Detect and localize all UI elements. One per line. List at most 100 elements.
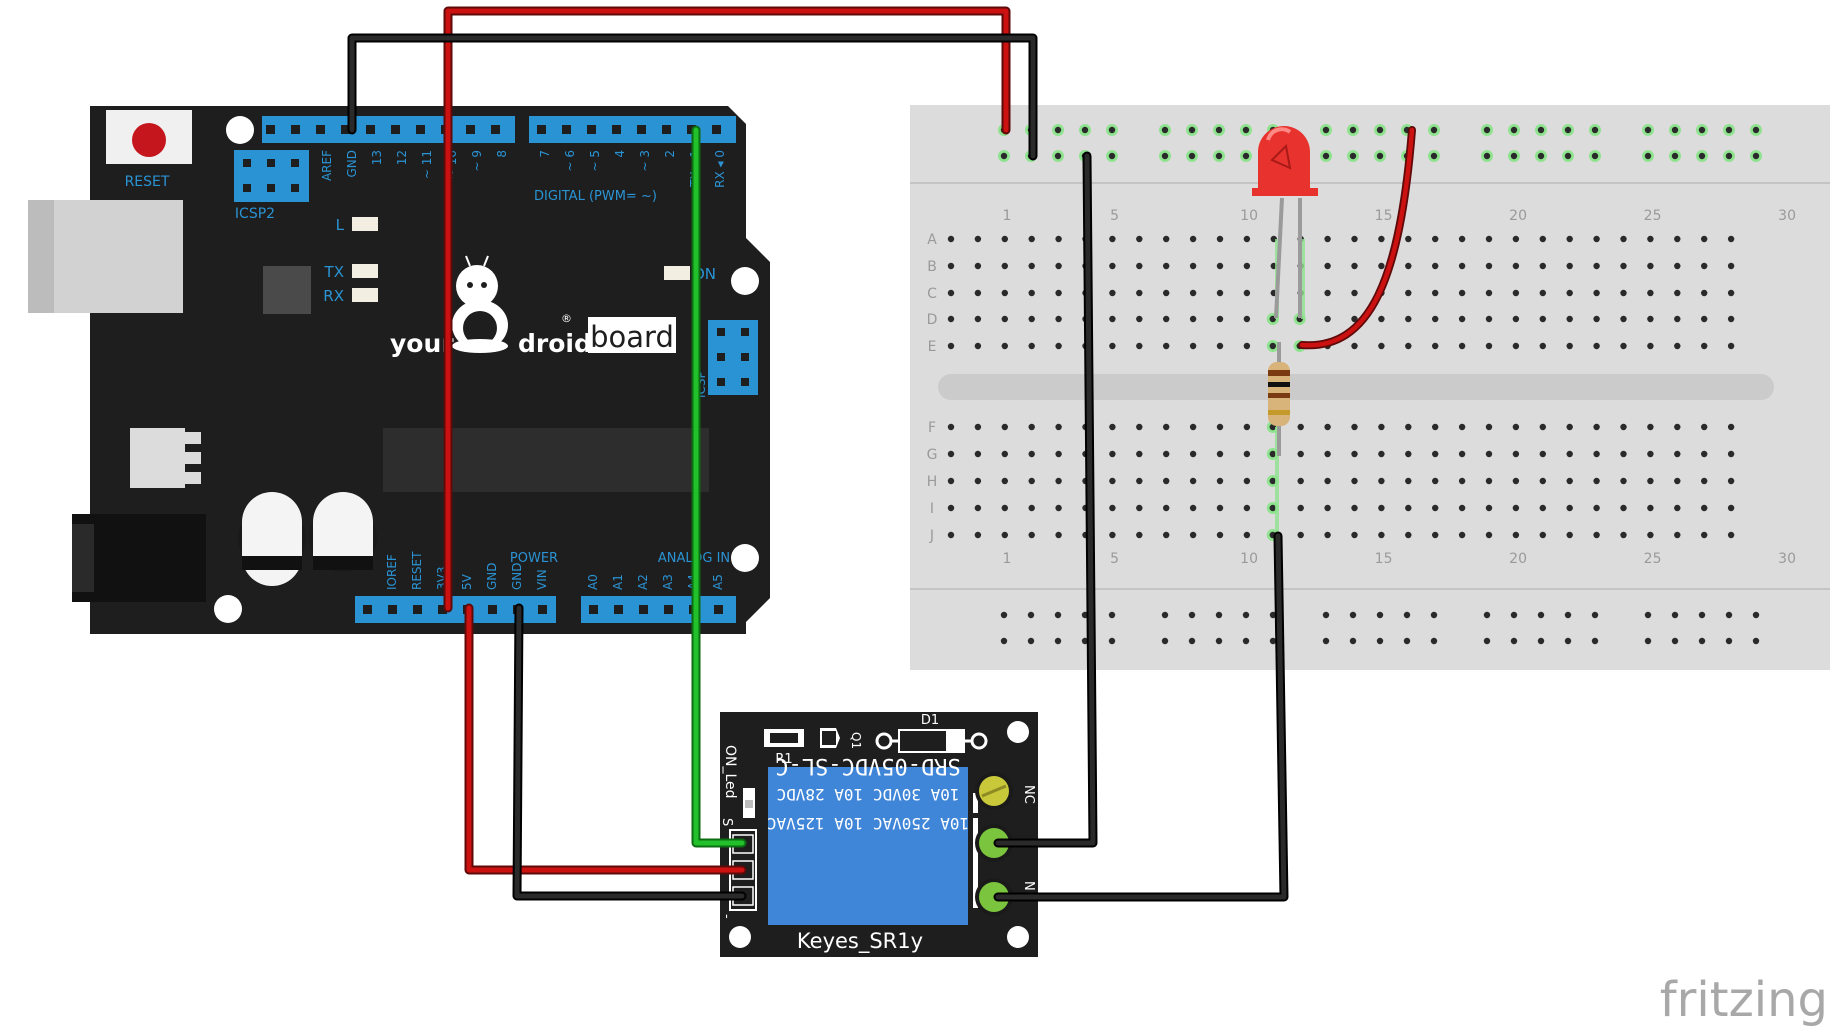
breadboard-hole [1243,477,1251,485]
usb-connector-edge [28,200,54,313]
digital-header-strip [529,116,736,143]
breadboard-hole [1432,450,1439,458]
analog-header-strip [581,596,736,623]
icsp2-pin [267,184,275,192]
mounting-hole [1007,926,1029,948]
rail-hole [1644,611,1652,619]
capacitor [238,492,306,586]
breadboard-hole [1647,289,1654,297]
row-letter: I [930,501,934,517]
breadboard-hole [1378,504,1385,512]
breadboard-hole [1055,423,1062,431]
rail-hole [1188,152,1196,160]
wire-red-5v-shadow [464,603,747,875]
breadboard-hole [1163,235,1170,243]
rail-hole [1081,126,1089,134]
rail-hole [1591,637,1599,645]
breadboard-hole [1405,342,1412,350]
led-leg-cathode [1274,197,1284,319]
breadboard-hole [1001,315,1008,323]
digital-pin-label: 13 [370,150,384,165]
breadboard-hole [947,450,955,458]
breadboard-hole [947,423,955,431]
breadboard-hole [1269,477,1277,485]
icsp-pin [741,378,749,386]
breadboard-hole [1727,315,1735,323]
icsp-pin [717,328,725,336]
breadboard-hole [1593,423,1600,431]
rail-hole [1161,126,1169,134]
column-number: 20 [1509,551,1527,567]
breadboard-hole [1189,477,1197,485]
breadboard-hole [1727,423,1735,431]
breadboard-hole [1324,289,1331,297]
digital-pin-label: RX ◂ 0 [713,150,727,188]
breadboard-hole [1647,504,1654,512]
header-pin-socket [491,125,500,134]
breadboard-hole [1216,504,1224,512]
header-pin-socket [639,605,648,614]
breadboard-hole [1324,262,1331,270]
rail-hole [1510,126,1518,134]
breadboard-hole [1432,504,1439,512]
rail-hole [1349,611,1357,619]
breadboard-hole [1055,342,1062,350]
breadboard-hole [1674,531,1681,539]
breadboard-hole [1539,342,1547,350]
breadboard-hole [1028,450,1035,458]
rail-hole [1081,637,1089,645]
column-number: 25 [1644,208,1662,224]
breadboard-hole [1458,342,1466,350]
breadboard-hole [1485,289,1493,297]
rail-hole [1054,126,1062,134]
breadboard-hole [1674,262,1681,270]
breadboard-hole [1539,289,1547,297]
breadboard-hole [1485,450,1493,458]
rail-divider-bottom [910,588,1830,590]
breadboard-hole [974,477,982,485]
relay-s-label: S [719,818,734,826]
breadboard-hole [1593,315,1600,323]
breadboard-hole [974,450,982,458]
icsp-pin [741,328,749,336]
breadboard-hole [947,477,955,485]
breadboard-hole [1701,289,1708,297]
rail-hole [1188,637,1196,645]
regulator-pin [185,432,201,444]
breadboard-hole [1727,531,1735,539]
breadboard-hole [1647,342,1654,350]
breadboard-hole [1485,262,1493,270]
relay-name: Keyes_SR1y [797,929,923,954]
red-led [1252,126,1318,196]
header-pin-socket [712,125,721,134]
breadboard-hole [1647,450,1654,458]
icsp-pin [717,378,725,386]
breadboard-hole [1405,477,1412,485]
breadboard-hole [1243,504,1251,512]
mounting-hole [729,926,751,948]
header-pin-socket [538,605,547,614]
breadboard-hole [1001,531,1008,539]
breadboard-hole [974,531,982,539]
rail-hole [1242,611,1250,619]
led-rx-label: RX [323,287,344,305]
rail-hole [1108,152,1116,160]
breadboard-hole [1701,235,1708,243]
breadboard-hole [1216,235,1224,243]
rail-hole [1725,637,1733,645]
breadboard-hole [1378,423,1385,431]
breadboard-hole [1297,450,1304,458]
header-pin-socket [637,125,646,134]
rail-hole [1644,126,1652,134]
rail-hole [1269,611,1277,619]
column-number: 10 [1240,551,1258,567]
breadboard-hole [1163,423,1170,431]
rail-hole [1322,611,1330,619]
mounting-hole [731,267,759,295]
rail-hole [1537,637,1545,645]
rail-hole [1108,611,1116,619]
breadboard-hole [1055,289,1062,297]
